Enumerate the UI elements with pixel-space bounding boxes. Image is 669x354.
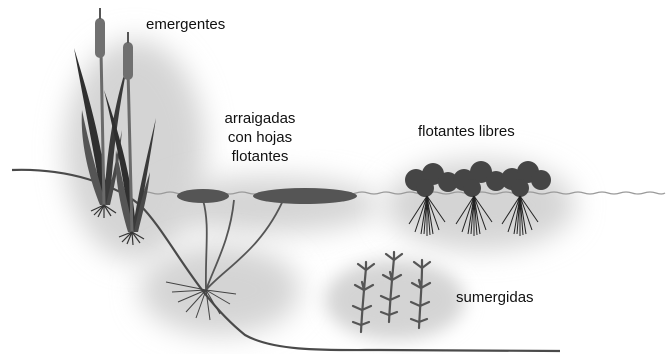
label-emergentes: emergentes — [146, 16, 225, 33]
floating-leaf-small — [177, 189, 229, 203]
label-sumergidas: sumergidas — [456, 289, 534, 306]
label-arraigadas-line2: con hojas — [228, 129, 292, 146]
label-flotantes-libres: flotantes libres — [418, 123, 515, 140]
label-arraigadas-line3: flotantes — [232, 148, 289, 165]
label-arraigadas-line1: arraigadas — [225, 110, 296, 127]
floating-leaf-large — [253, 188, 357, 204]
